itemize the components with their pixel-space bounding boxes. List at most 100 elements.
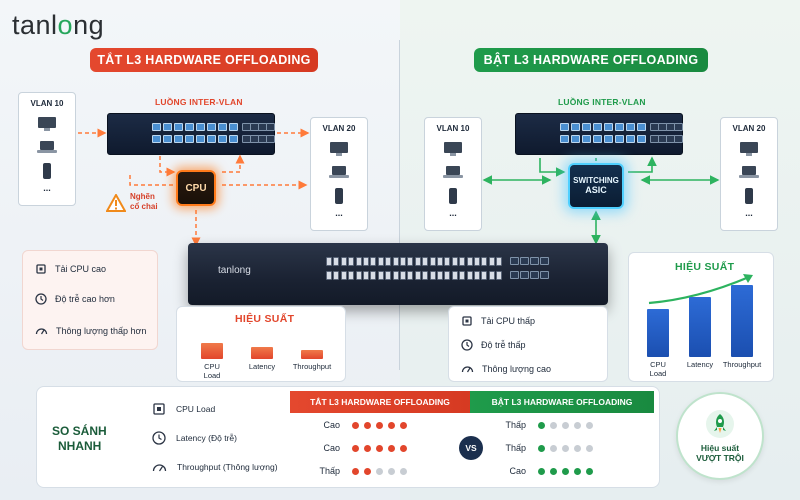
switch-port [185, 123, 194, 131]
computer-icon [739, 141, 759, 157]
vlan-label: VLAN 10 [436, 124, 470, 133]
switch-port [451, 271, 458, 280]
right-vlan20-box: VLAN 20 ... [720, 117, 778, 231]
left-features-card: Tải CPU cao Độ trễ cao hơn Thông lượng t… [22, 250, 158, 350]
switch-port [637, 135, 646, 143]
switch-port [207, 135, 216, 143]
panel-divider [399, 40, 400, 370]
performance-bar [301, 350, 323, 359]
gauge-icon [461, 363, 474, 374]
performance-bar [251, 347, 273, 359]
switch-port [422, 271, 429, 280]
switch-port [348, 257, 355, 266]
switch-port [626, 123, 635, 131]
warning-icon [105, 192, 127, 217]
switch-port [520, 271, 529, 279]
switch-port [218, 135, 227, 143]
switch-port [459, 271, 466, 280]
switch-port [496, 271, 503, 280]
switch-port [451, 257, 458, 266]
left-perf-title: HIỆU SUẤT [235, 313, 295, 325]
switch-port [326, 271, 332, 280]
level-dot [388, 444, 395, 452]
switch-port [582, 135, 591, 143]
performance-bar-label: Latency [248, 362, 276, 371]
switch-port [370, 271, 377, 280]
level-dot [538, 421, 545, 429]
level-row: Cao [300, 420, 412, 430]
switch-port [571, 123, 580, 131]
switch-port [266, 123, 275, 131]
level-dot [400, 467, 407, 475]
criterion-throughput: Throughput (Thông lượng) [152, 461, 278, 473]
performance-bar [201, 343, 223, 359]
level-dot [550, 467, 557, 475]
switch-port [196, 135, 205, 143]
switch-port [582, 123, 591, 131]
switch-port [348, 271, 355, 280]
feature-cpu-high: Tải CPU cao [35, 263, 106, 275]
switch-port [459, 257, 466, 266]
level-dot [364, 421, 371, 429]
level-row: Thấp [486, 443, 598, 453]
switch-port [604, 123, 613, 131]
switch-port [385, 257, 392, 266]
right-vlan10-box: VLAN 10 ... [424, 117, 482, 231]
clock-icon [461, 339, 473, 351]
level-dot [364, 467, 371, 475]
switch-port [174, 135, 183, 143]
compare-off-header: TẮT L3 HARDWARE OFFLOADING [290, 391, 470, 413]
switch-port [414, 257, 421, 266]
level-dot [550, 444, 557, 452]
switch-port [333, 271, 340, 280]
criterion-latency: Latency (Độ trễ) [152, 431, 237, 445]
right-perf-title: HIỆU SUẤT [675, 261, 735, 273]
switch-port [385, 271, 392, 280]
switch-port [355, 257, 362, 266]
switch-port [400, 271, 406, 280]
switch-port [429, 257, 436, 266]
switch-port [540, 257, 549, 265]
switch-port [392, 257, 399, 266]
level-dot [352, 467, 359, 475]
performance-bar [647, 309, 669, 357]
feature-throughput-low: Thông lượng thấp hơn [35, 325, 146, 336]
gauge-icon [35, 325, 48, 336]
vlan-label: VLAN 10 [30, 99, 64, 108]
level-dot [352, 444, 359, 452]
phone-icon [42, 162, 52, 180]
switch-port [593, 135, 602, 143]
cpu-icon [35, 263, 47, 275]
switch-port [229, 123, 238, 131]
switch-port [422, 257, 429, 266]
level-dot [574, 421, 581, 429]
clock-icon [35, 293, 47, 305]
level-dot [352, 421, 359, 429]
switch-port [340, 257, 347, 266]
clock-icon [152, 431, 166, 445]
switch-port [540, 271, 549, 279]
level-label: Thấp [505, 443, 526, 453]
level-dot [538, 444, 545, 452]
performance-bar [731, 285, 753, 357]
switch-port [355, 271, 362, 280]
level-label: Thấp [505, 420, 526, 430]
vs-badge: VS [459, 436, 483, 460]
level-dot [400, 421, 407, 429]
switch-brand: tanlong [218, 265, 251, 276]
performance-bar-label: Throughput [292, 362, 332, 371]
phone-icon [448, 187, 458, 205]
main-switch-device: tanlong [188, 243, 608, 305]
right-features-card: Tải CPU thấp Độ trễ thấp Thông lượng cao [448, 306, 608, 382]
level-row: Cao [300, 443, 412, 453]
level-dot [562, 421, 569, 429]
right-flow-label: LUỒNG INTER-VLAN [558, 97, 646, 107]
left-small-switch [107, 113, 275, 155]
switch-port [152, 123, 161, 131]
laptop-icon [36, 140, 58, 154]
more-devices: ... [745, 208, 753, 218]
